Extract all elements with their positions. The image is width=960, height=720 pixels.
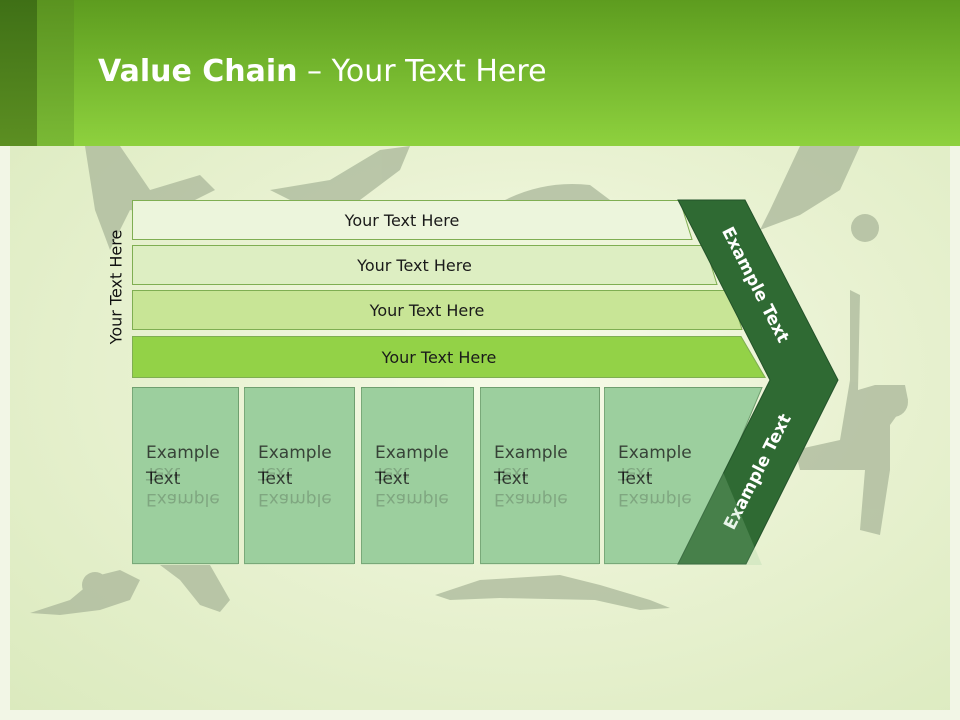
- column-1-line2: Text: [146, 469, 181, 489]
- column-1-line1: Example: [146, 443, 220, 463]
- support-band-4: Your Text Here: [132, 336, 766, 378]
- header-accent-light: [37, 0, 74, 146]
- title-bold: Value Chain: [98, 54, 298, 89]
- header-accent-dark: [0, 0, 37, 146]
- band-2-label: Your Text Here: [357, 255, 472, 275]
- column-2-line2: Text: [258, 469, 293, 489]
- column-5-line1: Example: [618, 443, 692, 463]
- band-1-label: Your Text Here: [344, 210, 460, 230]
- slide-title: Value Chain – Your Text Here: [98, 52, 547, 92]
- support-band-2: Your Text Here: [132, 245, 717, 285]
- band-3-label: Your Text Here: [369, 300, 485, 320]
- column-3-line2: Text: [375, 469, 410, 489]
- column-3-line1: Example: [375, 443, 449, 463]
- band-4-label: Your Text Here: [381, 347, 497, 367]
- column-4-line1: Example: [494, 443, 568, 463]
- header-bar: [0, 0, 960, 146]
- column-5-line2: Text: [618, 469, 653, 489]
- title-rest: – Your Text Here: [297, 54, 547, 89]
- column-2-line1: Example: [258, 443, 332, 463]
- support-band-1: Your Text Here: [132, 200, 692, 240]
- column-4-line2: Text: [494, 469, 529, 489]
- support-band-3: Your Text Here: [132, 290, 742, 330]
